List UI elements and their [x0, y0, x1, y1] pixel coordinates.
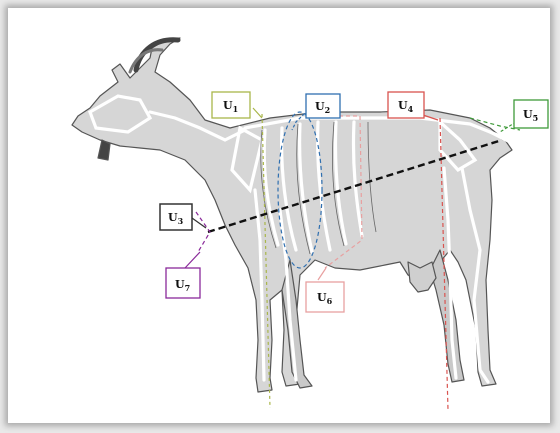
label-u2: U2	[306, 94, 340, 118]
label-u7: U7	[166, 268, 200, 298]
label-u4: U4	[388, 92, 424, 118]
label-u5: U5	[514, 100, 548, 128]
label-u6: U6	[306, 282, 344, 312]
label-u1: U1	[212, 92, 250, 118]
label-u3: U3	[160, 204, 192, 230]
